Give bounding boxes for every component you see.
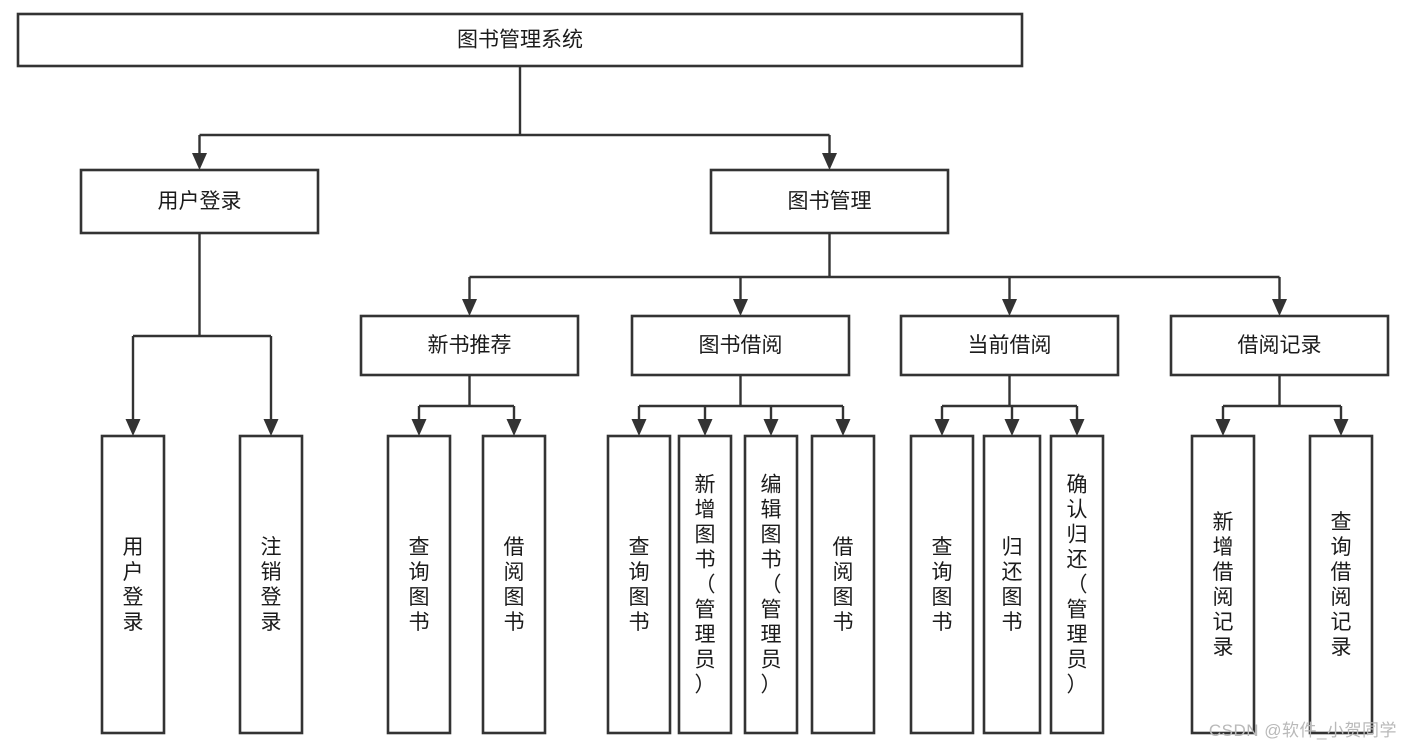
node-box bbox=[899, 314, 1120, 377]
node-box bbox=[909, 434, 975, 735]
node-leaf-bb-add[interactable]: 新增图书（管理员） bbox=[677, 434, 733, 735]
node-leaf-logout[interactable]: 注销登录 bbox=[238, 434, 304, 735]
arrow-head-icon bbox=[192, 153, 207, 170]
connector-group-borrow-record bbox=[1215, 375, 1349, 436]
node-label: 编辑图书（管理员） bbox=[761, 474, 782, 697]
node-user-login[interactable]: 用户登录 bbox=[79, 168, 320, 235]
node-label: 借阅记录 bbox=[1238, 334, 1322, 357]
node-box bbox=[1049, 434, 1105, 735]
node-box bbox=[743, 434, 799, 735]
arrow-head-icon bbox=[1333, 419, 1349, 436]
arrow-head-icon bbox=[733, 299, 748, 316]
node-leaf-rec-borrow[interactable]: 借阅图书 bbox=[481, 434, 547, 735]
arrow-head-icon bbox=[934, 419, 950, 436]
node-leaf-bb-borrow[interactable]: 借阅图书 bbox=[810, 434, 876, 735]
node-leaf-br-query[interactable]: 查询借阅记录 bbox=[1308, 434, 1374, 735]
arrow-head-icon bbox=[1069, 419, 1085, 436]
connector-group-book-manage bbox=[462, 233, 1287, 316]
arrow-head-icon bbox=[125, 419, 141, 436]
node-leaf-user-login[interactable]: 用户登录 bbox=[100, 434, 166, 735]
arrow-head-icon bbox=[763, 419, 779, 436]
node-book-borrow[interactable]: 图书借阅 bbox=[630, 314, 851, 377]
node-label: 新增图书（管理员） bbox=[695, 474, 716, 697]
node-box bbox=[810, 434, 876, 735]
node-new-book-rec[interactable]: 新书推荐 bbox=[359, 314, 580, 377]
arrow-head-icon bbox=[631, 419, 647, 436]
arrow-head-icon bbox=[835, 419, 851, 436]
node-box bbox=[386, 434, 452, 735]
watermark-label: CSDN @软件_小贺同学 bbox=[1208, 721, 1397, 740]
node-layer: 图书管理系统用户登录图书管理新书推荐图书借阅当前借阅借阅记录用户登录注销登录查询… bbox=[16, 12, 1390, 735]
node-box bbox=[16, 12, 1024, 68]
node-box bbox=[677, 434, 733, 735]
node-label: 图书管理系统 bbox=[457, 29, 583, 52]
node-label: 图书管理 bbox=[788, 190, 872, 213]
arrow-head-icon bbox=[263, 419, 279, 436]
node-label: 确认归还（管理员） bbox=[1067, 474, 1088, 697]
node-box bbox=[1190, 434, 1256, 735]
connector-group-book-borrow bbox=[631, 375, 851, 436]
node-label: 查询借阅记录 bbox=[1331, 511, 1352, 659]
node-current-borrow[interactable]: 当前借阅 bbox=[899, 314, 1120, 377]
node-leaf-cb-return[interactable]: 归还图书 bbox=[982, 434, 1042, 735]
node-leaf-cb-query[interactable]: 查询图书 bbox=[909, 434, 975, 735]
node-label: 查询图书 bbox=[409, 536, 430, 634]
node-label: 用户登录 bbox=[123, 536, 144, 634]
node-label: 查询图书 bbox=[629, 536, 650, 634]
node-label: 用户登录 bbox=[158, 190, 242, 213]
node-leaf-bb-query[interactable]: 查询图书 bbox=[606, 434, 672, 735]
node-box bbox=[630, 314, 851, 377]
node-label: 当前借阅 bbox=[968, 334, 1052, 357]
node-box bbox=[238, 434, 304, 735]
connector-group-user-login bbox=[125, 233, 279, 436]
arrow-head-icon bbox=[697, 419, 713, 436]
arrow-head-icon bbox=[1002, 299, 1017, 316]
node-label: 查询图书 bbox=[932, 536, 953, 634]
node-label: 新增借阅记录 bbox=[1213, 511, 1234, 659]
node-box bbox=[982, 434, 1042, 735]
node-box bbox=[1308, 434, 1374, 735]
arrow-head-icon bbox=[1272, 299, 1287, 316]
node-book-manage[interactable]: 图书管理 bbox=[709, 168, 950, 235]
node-label: 归还图书 bbox=[1002, 536, 1023, 634]
node-label: 新书推荐 bbox=[428, 334, 512, 357]
connector-layer bbox=[125, 66, 1349, 436]
arrow-head-icon bbox=[1004, 419, 1020, 436]
node-label: 借阅图书 bbox=[833, 536, 854, 634]
node-box bbox=[359, 314, 580, 377]
node-box bbox=[481, 434, 547, 735]
arrow-head-icon bbox=[822, 153, 837, 170]
arrow-head-icon bbox=[1215, 419, 1231, 436]
arrow-head-icon bbox=[506, 419, 522, 436]
node-leaf-br-add[interactable]: 新增借阅记录 bbox=[1190, 434, 1256, 735]
node-leaf-rec-query[interactable]: 查询图书 bbox=[386, 434, 452, 735]
connector-group-root bbox=[192, 66, 837, 170]
node-leaf-bb-edit[interactable]: 编辑图书（管理员） bbox=[743, 434, 799, 735]
node-box bbox=[606, 434, 672, 735]
node-label: 图书借阅 bbox=[699, 334, 783, 357]
node-root[interactable]: 图书管理系统 bbox=[16, 12, 1024, 68]
node-box bbox=[79, 168, 320, 235]
arrow-head-icon bbox=[462, 299, 477, 316]
node-box bbox=[709, 168, 950, 235]
connector-group-new-book-rec bbox=[411, 375, 522, 436]
node-box bbox=[100, 434, 166, 735]
node-label: 注销登录 bbox=[261, 536, 282, 634]
node-leaf-cb-confirm[interactable]: 确认归还（管理员） bbox=[1049, 434, 1105, 735]
node-box bbox=[1169, 314, 1390, 377]
node-borrow-record[interactable]: 借阅记录 bbox=[1169, 314, 1390, 377]
arrow-head-icon bbox=[411, 419, 427, 436]
node-label: 借阅图书 bbox=[504, 536, 525, 634]
connector-group-current-borrow bbox=[934, 375, 1085, 436]
